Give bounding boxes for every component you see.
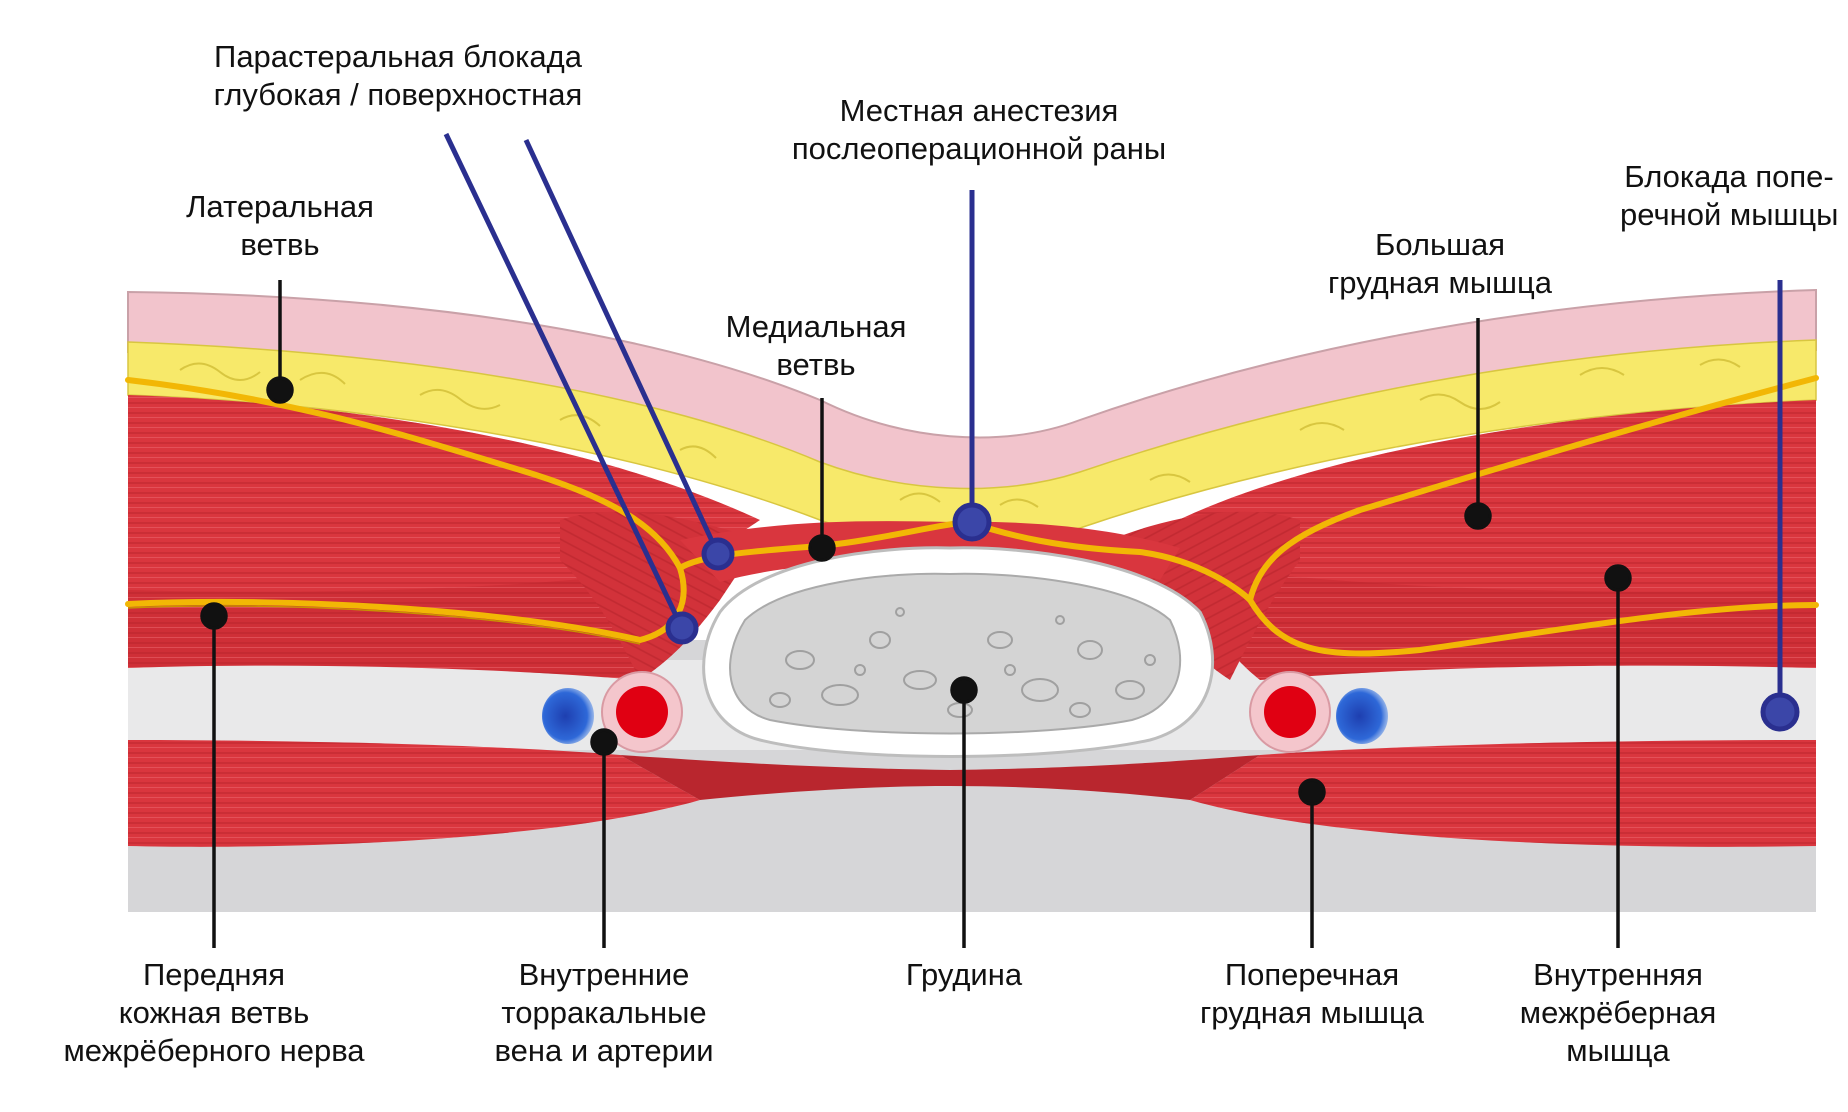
label-line: глубокая / поверхностная [213,77,583,112]
label-line: кожная ветвь [118,995,310,1030]
artery-right [1264,686,1316,738]
fat-texture [179,358,1741,508]
vein-right [1336,688,1388,744]
label-line: Местная анестезия [839,93,1119,128]
label-line: Внутренние [518,957,690,992]
label-line: ветвь [776,347,856,382]
label-line: послеоперационной раны [791,131,1167,166]
label-transversus-thoracis: Поперечная грудная мышца [1162,956,1462,1032]
label-medial-branch: Медиальная ветвь [676,308,956,384]
label-line: Блокада попе- [1624,159,1834,194]
label-line: Грудина [905,957,1023,992]
artery-left [616,686,668,738]
label-anterior-cutaneous-branch: Передняя кожная ветвь межрёберного нерва [44,956,384,1070]
label-line: Латеральная [186,189,374,224]
label-line: вена и артерии [494,1033,714,1068]
label-internal-intercostal: Внутренняя межрёберная мышца [1488,956,1748,1070]
label-lateral-branch: Латеральная ветвь [140,188,420,264]
label-line: грудная мышца [1328,265,1552,300]
label-line: Передняя [142,957,286,992]
label-line: мышца [1566,1033,1670,1068]
transversus-thoracis-center [620,755,1260,800]
label-sternum: Грудина [864,956,1064,994]
vein-left [542,688,594,744]
needles [443,132,1800,732]
sternum-texture [769,607,1156,718]
label-line: речной мышцы [1620,197,1839,232]
label-line: торракальные [501,995,707,1030]
label-line: Парастеральная блокада [214,39,582,74]
nerve-outline [127,605,641,645]
label-transversus-block: Блокада попе- речной мышцы [1620,158,1838,234]
label-pectoralis-major: Большая грудная мышца [1300,226,1580,302]
label-line: Поперечная [1224,957,1400,992]
label-line: межрёберная [1519,995,1717,1030]
needle-parasternal-deep [443,132,685,630]
label-line: Внутренняя [1533,957,1703,992]
label-local-anesthesia: Местная анестезия послеоперационной раны [784,92,1174,168]
nerves [125,375,1819,657]
label-line: межрёберного нерва [63,1033,365,1068]
pointer-lines [200,280,1632,948]
needle-parasternal-superficial [523,138,721,556]
label-parasternal-block: Парастеральная блокада глубокая / поверх… [198,38,598,114]
label-internal-thoracic-vessels: Внутренние торракальные вена и артерии [454,956,754,1070]
sternum-marrow [729,572,1182,735]
label-line: грудная мышца [1200,995,1424,1030]
label-line: Большая [1374,227,1506,262]
label-line: Медиальная [725,309,907,344]
label-line: ветвь [240,227,320,262]
